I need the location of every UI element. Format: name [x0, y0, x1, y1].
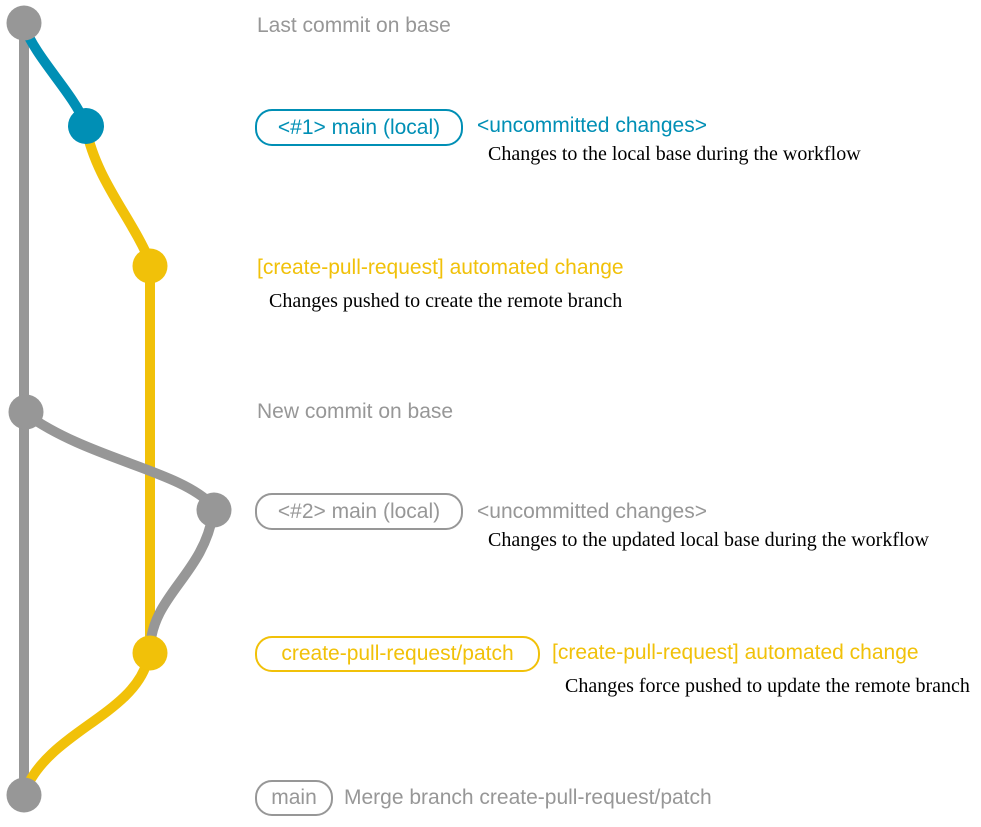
commit-dot-uncommitted-1	[68, 108, 104, 144]
commit-dot-new-base	[8, 394, 44, 430]
commit-dot-merge	[6, 777, 42, 813]
annotation-force-pushed-update-remote: Changes force pushed to update the remot…	[565, 675, 970, 697]
branch-label-main: main	[255, 780, 333, 816]
remote-branch-merge-curve	[20, 657, 152, 796]
annotation-pushed-create-remote: Changes pushed to create the remote bran…	[269, 290, 623, 312]
commit-dot-uncommitted-2	[196, 492, 232, 528]
updated-local-branch-in-curve	[145, 509, 218, 654]
commit-message-last-base: Last commit on base	[257, 14, 451, 37]
commit-dot-automated-2	[132, 635, 168, 671]
updated-local-branch-out-curve	[21, 409, 218, 511]
commit-dot-automated-1	[132, 248, 168, 284]
commit-message-uncommitted-1: <uncommitted changes>	[477, 114, 707, 137]
branch-label-create-pull-request-patch: create-pull-request/patch	[255, 636, 540, 672]
commit-message-automated-2: [create-pull-request] automated change	[552, 641, 919, 664]
commit-dot-last-base	[6, 5, 42, 41]
branch-label-main-local-2: <#2> main (local)	[255, 493, 463, 530]
commit-message-uncommitted-2: <uncommitted changes>	[477, 500, 707, 523]
local-main-branch-out-curve	[19, 21, 90, 128]
annotation-updated-local-base-changes: Changes to the updated local base during…	[488, 529, 929, 551]
commit-message-merge: Merge branch create-pull-request/patch	[344, 786, 712, 809]
branch-label-main-local-1: <#1> main (local)	[255, 109, 463, 146]
commit-message-new-base: New commit on base	[257, 400, 454, 423]
annotation-local-base-changes: Changes to the local base during the wor…	[488, 143, 861, 165]
commit-message-automated-1: [create-pull-request] automated change	[257, 256, 624, 279]
remote-branch-out-curve	[81, 123, 155, 267]
